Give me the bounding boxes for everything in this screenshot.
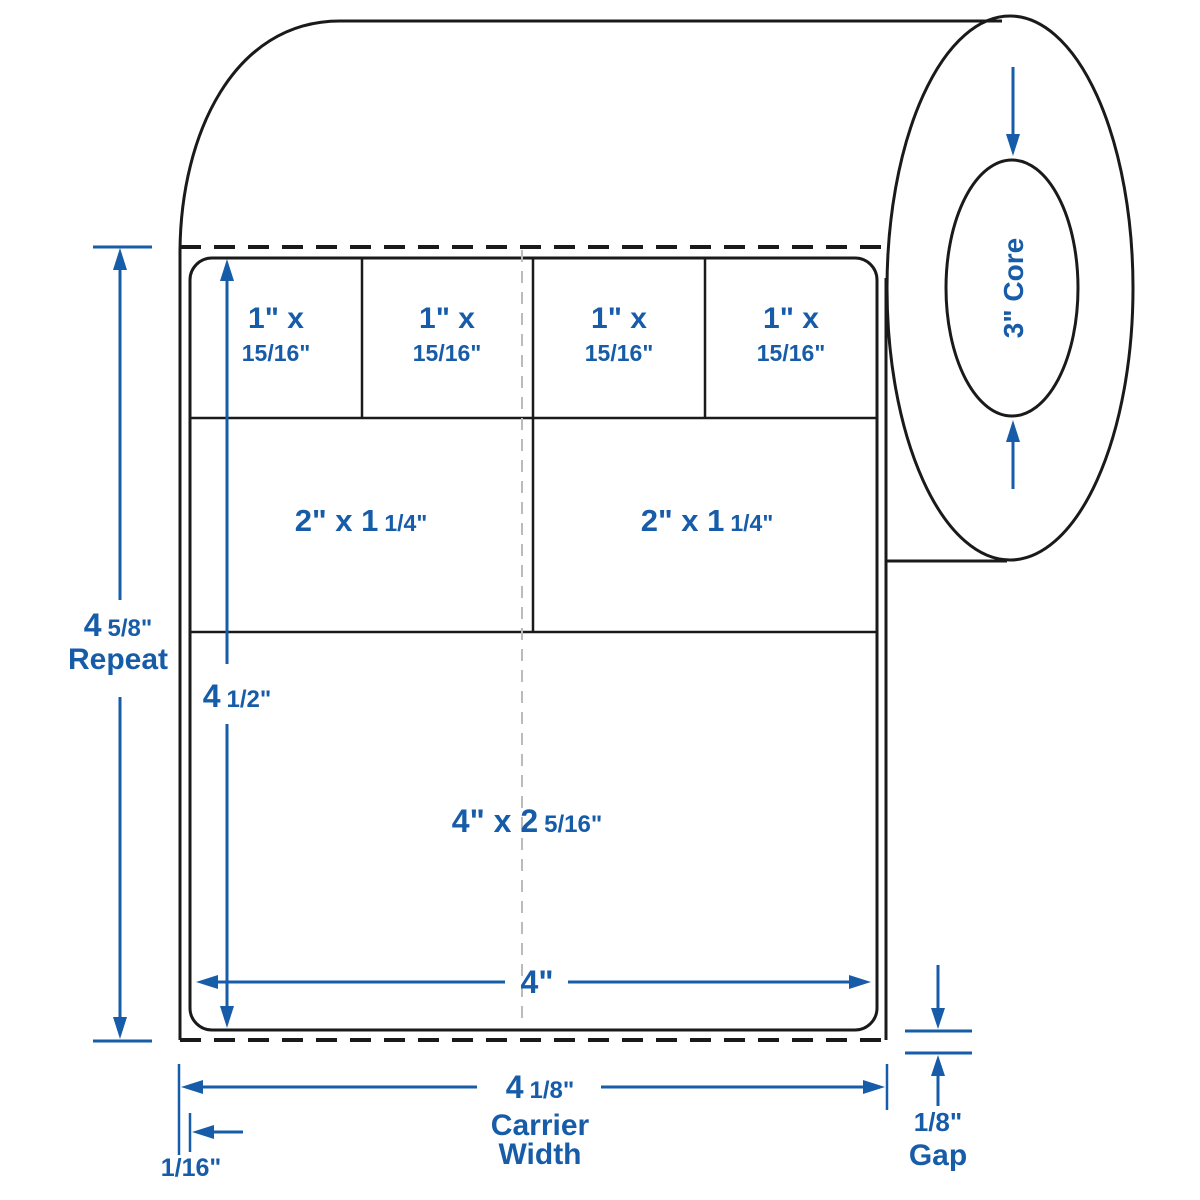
width-dim-value: 4" xyxy=(521,964,554,1000)
repeat-dim-value-fraction: 5/8" xyxy=(108,615,153,642)
repeat-dim-value-main: 4 xyxy=(84,607,102,643)
gap-dim-caption: Gap xyxy=(909,1139,967,1172)
middle-label-2-size-main: 2" x 1 xyxy=(641,503,725,538)
margin-dim-value: 1/16" xyxy=(161,1154,222,1182)
core-dim-arrow-down-icon xyxy=(1006,134,1020,156)
carrier-dim-value-fraction: 1/8" xyxy=(530,1077,575,1104)
top-label-4-size-line2: 15/16" xyxy=(757,340,825,366)
roll-core-ellipse xyxy=(944,158,1080,418)
gap-dim-value: 1/8" xyxy=(914,1107,962,1137)
core-dim-arrow-up-icon xyxy=(1006,420,1020,442)
top-label-2-size-line1: 1" x xyxy=(419,302,475,335)
carrier-dim-value-main: 4 xyxy=(506,1069,524,1105)
carrier-dim-arrow-right-icon xyxy=(863,1080,885,1094)
height-dim-value-main: 4 xyxy=(203,678,221,714)
middle-label-1-size-fraction: 1/4" xyxy=(384,510,427,536)
diagram-text: 1" x 15/16" 1" x 15/16" 1" x 15/16" 1" x… xyxy=(68,238,1029,1182)
top-label-1-size-line2: 15/16" xyxy=(242,340,310,366)
middle-label-1-size-main: 2" x 1 xyxy=(295,503,379,538)
gap-dim-arrow-down-icon xyxy=(931,1008,945,1029)
top-label-4-size-line1: 1" x xyxy=(763,302,819,335)
roll-and-carrier xyxy=(178,14,1135,1042)
bottom-label-size-fraction: 5/16" xyxy=(544,811,602,838)
repeat-dim-arrow-up-icon xyxy=(113,248,127,270)
width-dim-arrow-left-icon xyxy=(196,975,218,989)
top-label-3-size-line1: 1" x xyxy=(591,302,647,335)
height-dim-value-fraction: 1/2" xyxy=(227,686,272,713)
height-dim-arrow-down-icon xyxy=(220,1006,234,1028)
core-label: 3" Core xyxy=(998,238,1029,338)
middle-label-2-size-fraction: 1/4" xyxy=(730,510,773,536)
repeat-dim-arrow-down-icon xyxy=(113,1017,127,1039)
width-dim-arrow-right-icon xyxy=(849,975,871,989)
dimension-lines xyxy=(93,67,1020,1155)
carrier-dim-caption-line1: Carrier xyxy=(491,1109,590,1142)
top-label-1-size-line1: 1" x xyxy=(248,302,304,335)
carrier-dim-arrow-left-icon xyxy=(181,1080,203,1094)
top-label-3-size-line2: 15/16" xyxy=(585,340,653,366)
bottom-label-size-main: 4" x 2 xyxy=(452,803,538,839)
gap-dim-arrow-up-icon xyxy=(931,1055,945,1076)
height-dim-arrow-up-icon xyxy=(220,259,234,281)
margin-dim-arrow-left-icon xyxy=(192,1125,214,1139)
carrier-dim-caption-line2: Width xyxy=(498,1138,581,1171)
repeat-dim-caption: Repeat xyxy=(68,643,168,676)
unwound-sheet-curve xyxy=(178,19,1002,251)
top-label-2-size-line2: 15/16" xyxy=(413,340,481,366)
label-grid xyxy=(188,250,879,1032)
